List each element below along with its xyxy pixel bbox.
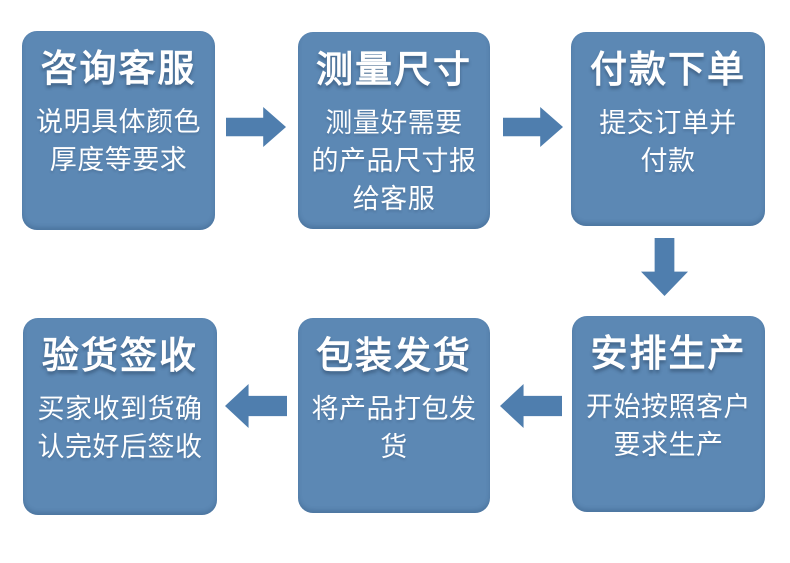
arrow-left-icon (500, 384, 562, 428)
step-title: 咨询客服 (40, 48, 197, 89)
step-title: 安排生产 (590, 333, 747, 374)
step-description: 开始按照客户 要求生产 (586, 392, 751, 460)
step-title: 验货签收 (42, 335, 198, 376)
step-description: 买家收到货确 认完好后签收 (37, 394, 203, 462)
step-title: 测量尺寸 (316, 49, 472, 90)
step-box-inspect-sign: 验货签收 买家收到货确 认完好后签收 (23, 318, 217, 515)
step-box-pack-ship: 包装发货 将产品打包发货 (298, 318, 490, 513)
arrow-right-icon (226, 107, 286, 147)
step-box-arrange-production: 安排生产 开始按照客户 要求生产 (572, 316, 765, 512)
step-description: 测量好需要 的产品尺寸报 给客服 (311, 108, 477, 214)
arrow-left-icon (225, 384, 287, 428)
arrow-right-icon (503, 107, 563, 147)
step-description: 将产品打包发货 (311, 394, 477, 462)
step-box-consult-service: 咨询客服 说明具体颜色 厚度等要求 (22, 31, 215, 230)
step-description: 提交订单并 付款 (599, 108, 737, 176)
arrow-down-icon (641, 238, 688, 296)
step-box-pay-order: 付款下单 提交订单并 付款 (571, 32, 765, 226)
step-description: 说明具体颜色 厚度等要求 (36, 107, 201, 175)
step-box-measure-size: 测量尺寸 测量好需要 的产品尺寸报 给客服 (298, 32, 490, 229)
step-title: 付款下单 (590, 49, 746, 90)
step-title: 包装发货 (316, 335, 472, 376)
